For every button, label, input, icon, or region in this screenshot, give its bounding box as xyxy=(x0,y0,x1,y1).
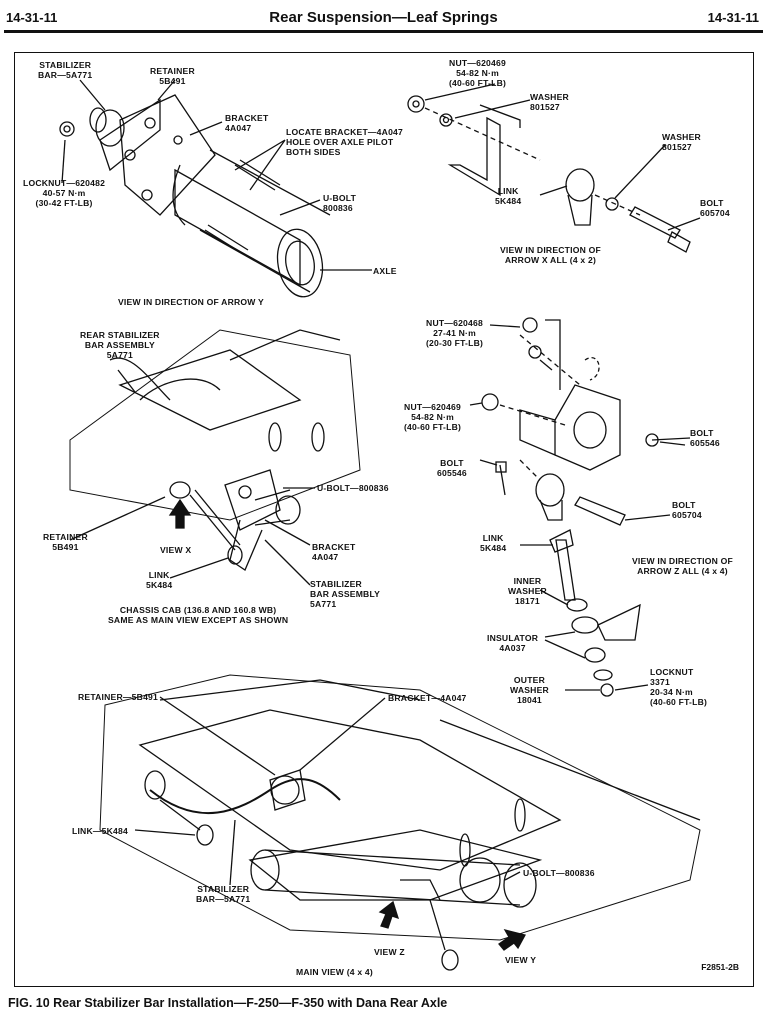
label-link-main: LINK—5K484 xyxy=(72,826,128,836)
label-ubolt-mid: U-BOLT—800836 xyxy=(317,483,389,493)
label-washer-801527-a: WASHER 801527 xyxy=(530,92,569,112)
label-locknut-620482: LOCKNUT—620482 40-57 N·m (30-42 FT-LB) xyxy=(23,178,106,208)
label-nut-620469-top: NUT—620469 54-82 N·m (40-60 FT-LB) xyxy=(449,58,507,88)
label-chassis-cab: CHASSIS CAB (136.8 AND 160.8 WB) SAME AS… xyxy=(108,605,289,625)
label-ubolt-top: U-BOLT 800836 xyxy=(323,193,357,213)
label-nut-620468: NUT—620468 27-41 N·m (20-30 FT-LB) xyxy=(426,318,484,348)
label-view-arrow-z: VIEW IN DIRECTION OF ARROW Z ALL (4 x 4) xyxy=(632,556,733,576)
label-retainer-top: RETAINER 5B491 xyxy=(150,66,195,86)
label-bolt-605546-a: BOLT 605546 xyxy=(690,428,720,448)
label-stab-bar-assy-mid: STABILIZER BAR ASSEMBLY 5A771 xyxy=(310,579,381,609)
label-bolt-605704-mid: BOLT 605704 xyxy=(672,500,702,520)
view-z-detail xyxy=(469,317,691,697)
label-nut-620469-mid: NUT—620469 54-82 N·m (40-60 FT-LB) xyxy=(404,402,462,432)
label-bracket-top: BRACKET 4A047 xyxy=(225,113,269,133)
figure-frame xyxy=(14,52,754,987)
view-x-detail xyxy=(407,83,701,253)
label-view-arrow-y: VIEW IN DIRECTION OF ARROW Y xyxy=(118,297,264,307)
page-title: Rear Suspension—Leaf Springs xyxy=(269,9,498,26)
label-stab-bar-main: STABILIZER BAR—5A771 xyxy=(196,884,251,904)
label-link-right: LINK 5K484 xyxy=(480,533,507,553)
chassis-cab-detail xyxy=(69,329,361,586)
label-bracket-mid: BRACKET 4A047 xyxy=(312,542,356,562)
view-y-detail xyxy=(59,79,372,298)
figure-caption: FIG. 10 Rear Stabilizer Bar Installation… xyxy=(8,996,448,1010)
label-ubolt-main: U-BOLT—800836 xyxy=(523,868,595,878)
label-bracket-main: BRACKET—4A047 xyxy=(388,693,467,703)
page-header: 14-31-11 Rear Suspension—Leaf Springs 14… xyxy=(0,0,767,34)
label-retainer-mid: RETAINER 5B491 xyxy=(43,532,88,552)
label-bolt-605546-b: BOLT 605546 xyxy=(437,458,467,478)
label-locate-bracket: LOCATE BRACKET—4A047 HOLE OVER AXLE PILO… xyxy=(286,127,404,157)
page-number-left: 14-31-11 xyxy=(6,10,58,25)
figure-code: F2851-2B xyxy=(701,962,739,972)
label-view-arrow-x: VIEW IN DIRECTION OF ARROW X ALL (4 x 2) xyxy=(500,245,601,265)
label-bolt-605704-top: BOLT 605704 xyxy=(700,198,730,218)
label-axle: AXLE xyxy=(373,266,397,276)
label-stabilizer-bar: STABILIZER BAR—5A771 xyxy=(38,60,93,80)
label-inner-washer: INNER WASHER 18171 xyxy=(508,576,547,606)
label-outer-washer: OUTER WASHER 18041 xyxy=(510,675,549,705)
label-view-y: VIEW Y xyxy=(505,955,537,965)
label-main-view: MAIN VIEW (4 x 4) xyxy=(296,967,373,977)
header-rule xyxy=(4,30,763,33)
label-rear-stab-assy: REAR STABILIZER BAR ASSEMBLY 5A771 xyxy=(80,330,160,360)
label-view-x: VIEW X xyxy=(160,545,192,555)
page-number-right: 14-31-11 xyxy=(707,10,759,25)
label-link-mid: LINK 5K484 xyxy=(146,570,173,590)
label-view-z: VIEW Z xyxy=(374,947,405,957)
label-link-top: LINK 5K484 xyxy=(495,186,522,206)
label-washer-801527-b: WASHER 801527 xyxy=(662,132,701,152)
label-insulator: INSULATOR 4A037 xyxy=(487,633,539,653)
label-locknut-3371: LOCKNUT 3371 20-34 N·m (40-60 FT-LB) xyxy=(650,667,708,707)
main-view-detail xyxy=(99,674,701,971)
label-retainer-main: RETAINER—5B491 xyxy=(78,692,159,702)
